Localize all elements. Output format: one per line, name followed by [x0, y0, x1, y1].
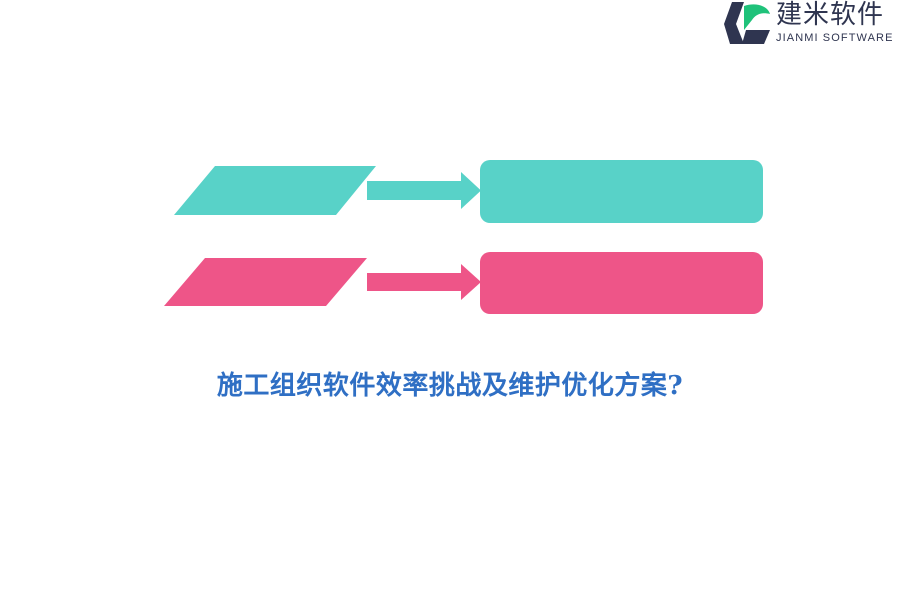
page-title: 施工组织软件效率挑战及维护优化方案? [216, 371, 684, 401]
flow-row-1 [174, 160, 763, 223]
row-2-arrow-icon [367, 264, 481, 300]
jianmi-logo-icon [724, 2, 770, 44]
flow-row-2 [164, 252, 763, 314]
row-1-arrow-icon [367, 172, 481, 209]
row-1-parallelogram [174, 166, 376, 215]
row-2-box [480, 252, 763, 314]
brand-logo: 建米软件 JIANMI SOFTWARE [722, 0, 900, 50]
row-1-box [480, 160, 763, 223]
row-2-parallelogram [164, 258, 367, 306]
brand-subtitle: JIANMI SOFTWARE [776, 32, 894, 44]
brand-name: 建米软件 [776, 0, 885, 30]
